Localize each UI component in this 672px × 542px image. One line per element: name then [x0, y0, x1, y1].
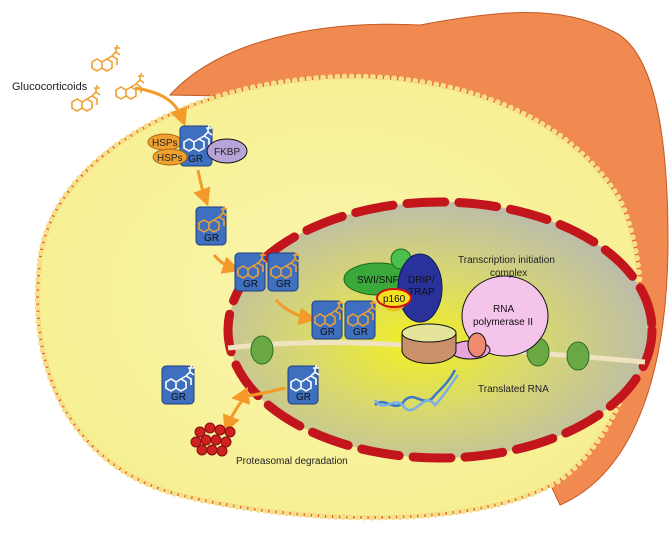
- glucocorticoids-label: Glucocorticoids: [12, 81, 88, 93]
- transcription-initiation-label: complex: [490, 268, 527, 279]
- svg-text:GR: GR: [171, 392, 186, 403]
- glucocorticoid-molecules: [71, 44, 145, 112]
- hsp-oval: [152, 148, 188, 166]
- fkbp-oval: [206, 138, 248, 164]
- transcription-initiation-label: Transcription initiation: [458, 255, 555, 266]
- proteasomal-degradation-label: Proteasomal degradation: [236, 456, 348, 467]
- svg-text:GR: GR: [243, 279, 258, 290]
- rna-pol-label: RNA: [493, 304, 514, 315]
- pol-subunit-orange: [467, 332, 487, 358]
- hsp-label: HSPs: [157, 153, 183, 164]
- drip-label: DRIP/: [408, 275, 435, 286]
- svg-text:GR: GR: [276, 279, 291, 290]
- tbp-top: [401, 323, 457, 343]
- svg-text:GR: GR: [320, 327, 335, 338]
- rna-pol-label: polymerase II: [473, 317, 533, 328]
- translated-rna-label: Translated RNA: [478, 384, 549, 395]
- swi-snf-label: SWI/SNF: [357, 275, 399, 286]
- drip-trap: [397, 253, 443, 323]
- p160-label: p160: [383, 294, 406, 305]
- rna-helix: [373, 369, 459, 412]
- p160: [376, 288, 412, 308]
- pathway-arrows: [134, 86, 317, 434]
- svg-text:GR: GR: [204, 233, 219, 244]
- fkbp-label: FKBP: [214, 147, 240, 158]
- svg-text:GR: GR: [296, 392, 311, 403]
- proteasome: [190, 422, 236, 457]
- trap-label: TRAP: [408, 287, 435, 298]
- svg-text:GR: GR: [353, 327, 368, 338]
- gr-receptors: GR GR GR GR GR GR GR: [161, 205, 377, 405]
- nuclear-envelope: [223, 197, 657, 463]
- gr-label: GR: [188, 154, 203, 165]
- hsp-label: HSPs: [152, 138, 178, 149]
